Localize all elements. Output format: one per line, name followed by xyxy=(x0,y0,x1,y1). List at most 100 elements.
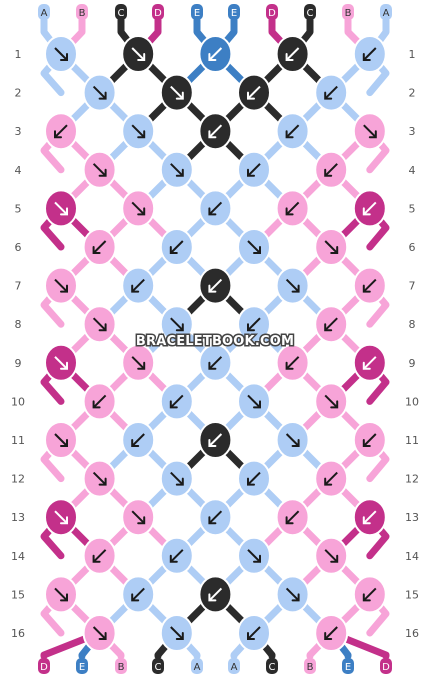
arrow-head-icon xyxy=(208,439,217,447)
arrow-icon xyxy=(324,394,338,409)
row-label-right: 7 xyxy=(409,280,416,293)
knot xyxy=(121,575,156,614)
row-label-left: 14 xyxy=(11,550,25,563)
arrow-head-icon xyxy=(131,284,140,293)
arrow-head-icon xyxy=(169,246,178,254)
string-color-tab xyxy=(76,4,88,20)
arrow-icon xyxy=(54,510,68,524)
arrow-head-icon xyxy=(247,168,255,177)
arrow-head-icon xyxy=(291,284,300,293)
arrow-head-icon xyxy=(98,91,107,100)
top-string-label: A xyxy=(38,4,50,20)
knot xyxy=(121,35,156,73)
string-color-tab xyxy=(115,658,127,674)
knot xyxy=(237,150,271,189)
row-label-right: 14 xyxy=(405,550,419,563)
arrow-icon xyxy=(247,317,261,331)
knot xyxy=(314,536,349,575)
arrow-icon xyxy=(92,85,107,100)
arrow-icon xyxy=(170,240,184,254)
arrow-head-icon xyxy=(362,361,371,370)
arrow-head-icon xyxy=(324,477,333,486)
arrow-icon xyxy=(208,587,223,602)
knot xyxy=(159,614,194,652)
knot xyxy=(237,305,271,344)
knot xyxy=(237,382,271,421)
arrow-icon xyxy=(324,471,338,486)
arrow-head-icon xyxy=(291,593,300,602)
top-string-label: E xyxy=(191,4,203,20)
knot xyxy=(121,112,156,151)
knot xyxy=(121,189,156,228)
top-string-label: E xyxy=(228,4,240,20)
knot xyxy=(237,73,271,112)
row-label-left: 1 xyxy=(15,48,22,61)
arrow-head-icon xyxy=(285,516,294,525)
row-label-right: 12 xyxy=(405,473,419,486)
arrow-head-icon xyxy=(98,477,107,486)
arrow-head-icon xyxy=(247,323,255,332)
knot xyxy=(121,498,156,537)
arrow-icon xyxy=(131,587,145,602)
arrow-head-icon xyxy=(208,516,217,525)
knot xyxy=(198,266,233,305)
arrow-head-icon xyxy=(330,246,339,254)
arrow-head-icon xyxy=(54,130,62,139)
arrow-icon xyxy=(92,549,107,563)
arrow-icon xyxy=(285,587,300,602)
string-color-tab xyxy=(76,658,88,674)
knot xyxy=(314,73,349,112)
knot xyxy=(198,189,233,228)
arrow-icon xyxy=(285,201,300,216)
bottom-string-label: B xyxy=(115,658,127,674)
arrow-icon xyxy=(92,240,107,254)
arrow-head-icon xyxy=(98,632,107,640)
arrow-head-icon xyxy=(60,516,68,525)
arrow-icon xyxy=(363,510,377,524)
string-color-tab xyxy=(115,4,127,20)
arrow-head-icon xyxy=(208,130,217,139)
bottom-string-label: C xyxy=(152,658,164,674)
string-letter: E xyxy=(194,8,200,19)
row-label-left: 8 xyxy=(15,318,22,331)
arrow-head-icon xyxy=(362,593,371,602)
row-label-left: 7 xyxy=(15,280,22,293)
arrow-icon xyxy=(324,317,338,331)
arrow-icon xyxy=(170,471,184,486)
top-string-label: C xyxy=(115,4,127,20)
arrow-head-icon xyxy=(60,53,68,61)
arrow-icon xyxy=(131,124,145,138)
arrow-head-icon xyxy=(285,53,294,61)
string-letter: E xyxy=(79,662,85,673)
arrow-head-icon xyxy=(60,284,68,293)
knot xyxy=(352,421,387,459)
arrow-icon xyxy=(131,356,145,370)
row-label-left: 13 xyxy=(11,511,25,524)
arrow-icon xyxy=(285,356,300,370)
arrow-head-icon xyxy=(60,207,68,216)
knot xyxy=(314,150,349,189)
arrow-head-icon xyxy=(330,554,339,563)
bottom-string-label: C xyxy=(266,658,278,674)
top-string-label: A xyxy=(380,4,392,20)
knot xyxy=(198,575,233,614)
arrow-icon xyxy=(131,510,145,524)
arrow-icon xyxy=(285,278,300,293)
arrow-head-icon xyxy=(253,554,261,563)
arrow-icon xyxy=(208,47,223,61)
knot xyxy=(44,575,78,614)
string-color-tab xyxy=(191,658,203,674)
arrow-head-icon xyxy=(247,91,255,100)
knot xyxy=(82,382,117,421)
arrow-icon xyxy=(363,587,377,602)
arrow-icon xyxy=(54,47,68,61)
knot xyxy=(314,459,349,498)
arrow-head-icon xyxy=(137,53,146,61)
knot xyxy=(237,228,271,266)
arrow-head-icon xyxy=(362,439,371,447)
row-label-left: 12 xyxy=(11,473,25,486)
row-label-left: 16 xyxy=(11,627,25,640)
knot xyxy=(198,35,233,73)
arrow-head-icon xyxy=(137,207,146,216)
